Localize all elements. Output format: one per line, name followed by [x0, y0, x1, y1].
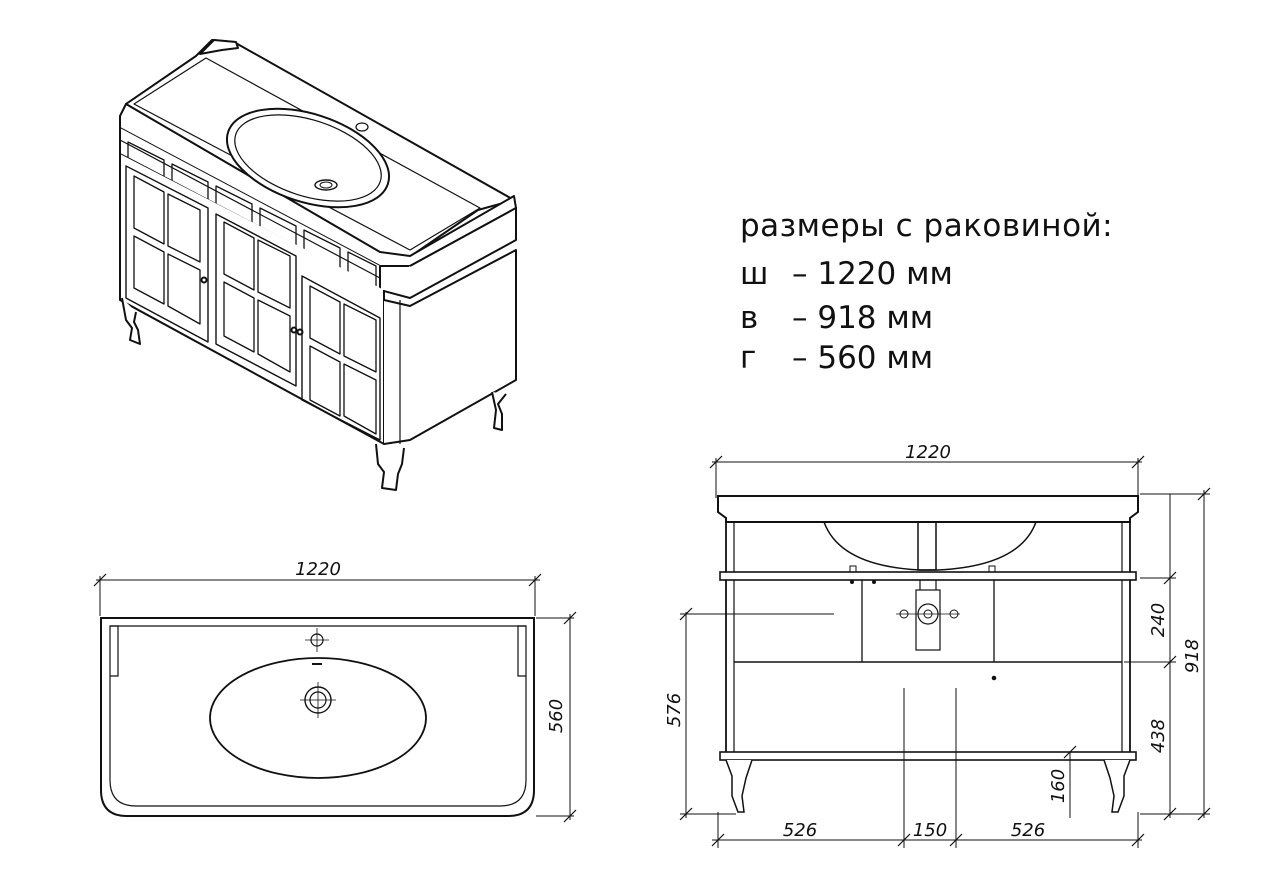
spec-width-value: – 1220 мм [792, 256, 953, 292]
spec-height-key: в [740, 300, 759, 336]
spec-depth-key: г [740, 340, 757, 376]
front-view-drain-height-dim: 576 [664, 693, 685, 727]
front-view-right-dim: 526 [1011, 820, 1045, 841]
spec-width-row: ш – 1220 мм [740, 256, 953, 292]
spec-depth-value: – 560 мм [792, 340, 934, 376]
spec-title: размеры с раковиной: [740, 208, 1114, 244]
front-view-leg-dim: 160 [1048, 769, 1069, 803]
top-view-width-dim: 1220 [295, 559, 341, 580]
front-view-width-dim: 1220 [905, 442, 951, 463]
top-view [93, 573, 577, 823]
front-view-upper-dim: 240 [1148, 603, 1169, 637]
top-view-depth-dim: 560 [546, 699, 567, 733]
spec-depth-row: г – 560 мм [740, 340, 933, 376]
front-view-height-dim: 918 [1182, 639, 1203, 673]
front-view-lower-dim: 438 [1148, 719, 1169, 753]
spec-height-value: – 918 мм [792, 300, 934, 336]
spec-width-key: ш [740, 256, 769, 292]
isometric-view [119, 39, 517, 491]
spec-height-row: в – 918 мм [740, 300, 933, 336]
front-view-center-dim: 150 [913, 820, 947, 841]
front-view-left-dim: 526 [783, 820, 817, 841]
front-view [679, 455, 1211, 848]
